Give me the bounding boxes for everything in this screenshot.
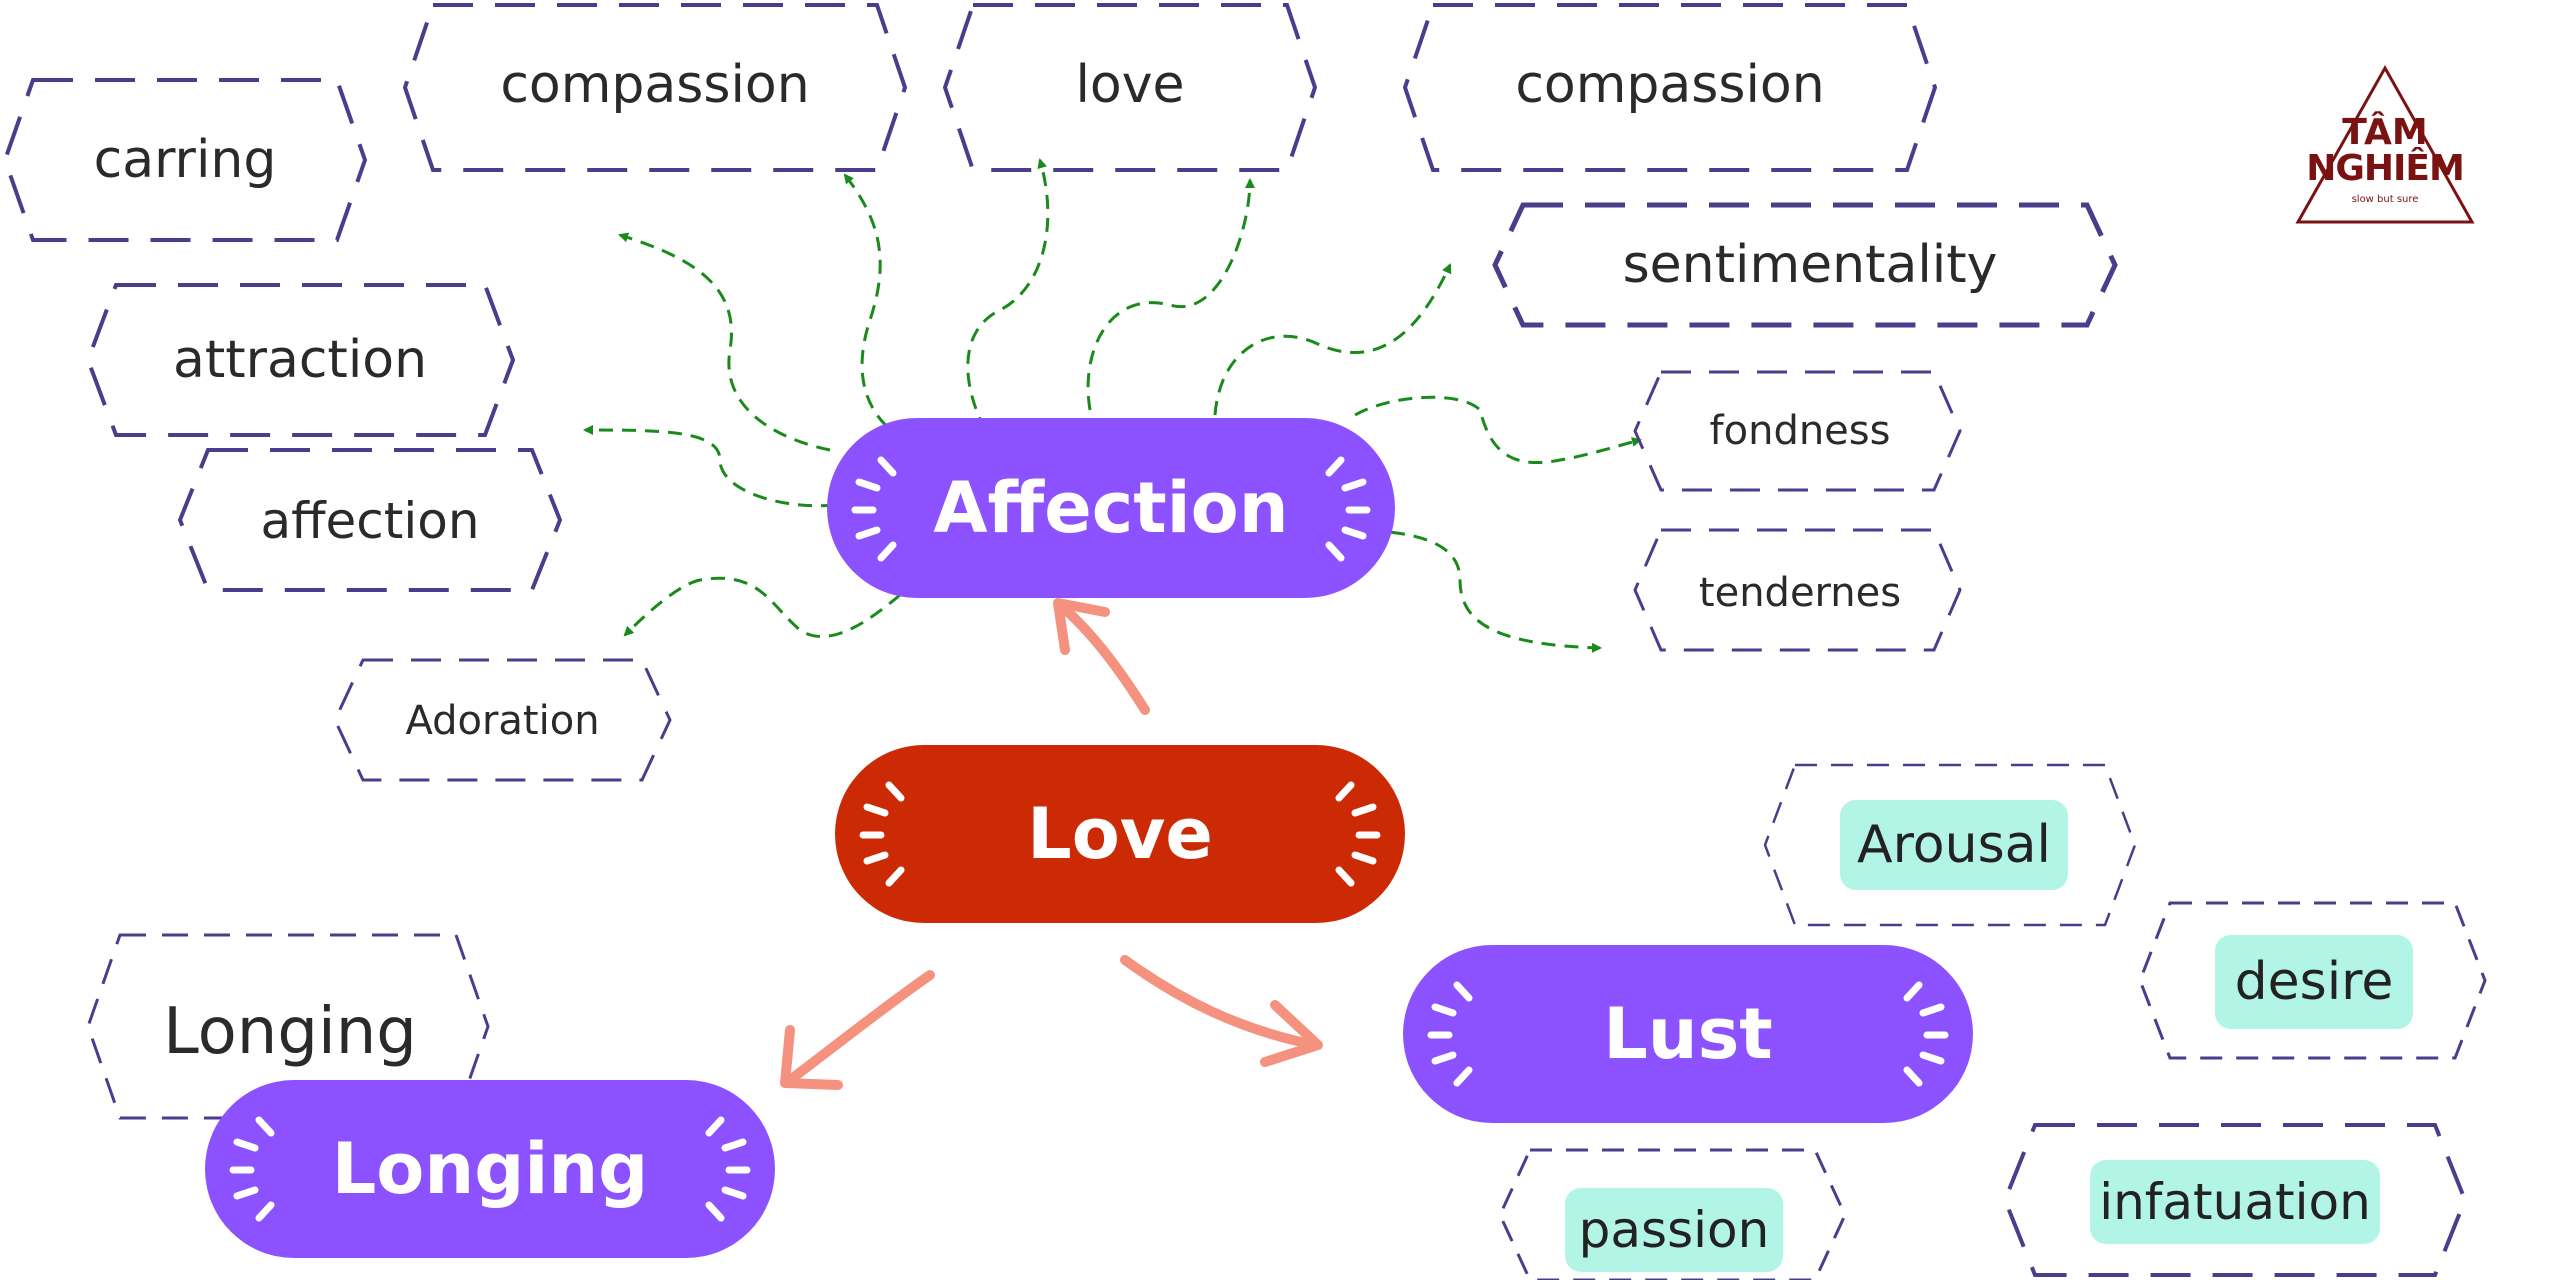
arrow-to-compassion-2 [1086, 178, 1255, 411]
hex-fondness-outline [1633, 370, 1962, 492]
arrow-love-to-longing [785, 970, 935, 1085]
word-love: love [1075, 55, 1185, 115]
arrow-to-sentimentality [1213, 263, 1452, 416]
sparkle-right-icon [1903, 981, 1949, 1087]
logo: TÂM NGHIÊM slow but sure [2290, 60, 2480, 230]
branch-longing-label: Longing [331, 1128, 649, 1210]
hex-love-outline [942, 3, 1318, 172]
arrow-to-adoration [623, 576, 901, 638]
arrow-to-carring [618, 232, 831, 452]
arrow-to-attraction [583, 425, 836, 508]
lust-tag-passion: passion [1565, 1188, 1783, 1272]
sparkle-left-icon [1427, 981, 1473, 1087]
word-adoration: Adoration [405, 698, 600, 744]
arrow-to-fondness [1354, 395, 1642, 465]
word-compassion-1: compassion [500, 55, 810, 115]
hex-desire-outline [2138, 901, 2487, 1060]
center-love-label: Love [1027, 793, 1213, 875]
hex-affection-outline [177, 448, 563, 592]
arrow-to-compassion-1 [843, 173, 906, 442]
arrow-love-to-lust [1120, 955, 1320, 1050]
word-affection: affection [260, 492, 480, 550]
word-carring: carring [93, 130, 277, 190]
hex-infatuation-outline [2002, 1123, 2468, 1277]
sparkle-right-icon [1335, 781, 1381, 887]
branch-lust-label: Lust [1603, 993, 1773, 1075]
word-attraction: attraction [172, 330, 428, 390]
sparkle-left-icon [851, 456, 897, 562]
center-love-node: Love [835, 745, 1405, 923]
logo-triangle-icon [2295, 64, 2475, 224]
sparkle-right-icon [705, 1116, 751, 1222]
logo-line-1: TÂM [2342, 112, 2428, 153]
lust-tag-arousal: Arousal [1840, 800, 2068, 890]
branch-longing-node: Longing [205, 1080, 775, 1258]
logo-line-2: NGHIÊM [2306, 148, 2465, 189]
hex-carring-outline [2, 78, 368, 242]
hex-attraction-outline [85, 283, 516, 437]
hex-adoration-outline [333, 658, 672, 782]
branch-affection-label: Affection [933, 467, 1289, 549]
word-sentimentality: sentimentality [1622, 235, 1998, 295]
hex-compassion-1-outline [402, 3, 908, 172]
arrow-to-love [966, 158, 1050, 431]
hex-arousal-outline [1763, 763, 2137, 927]
lust-tag-infatuation: infatuation [2090, 1160, 2380, 1244]
arrow-love-to-affection-head [1053, 598, 1110, 655]
hex-sentimentality-outline [1492, 202, 2118, 328]
sparkle-left-icon [859, 781, 905, 887]
arrow-love-to-affection [1055, 600, 1150, 715]
sparkle-right-icon [1325, 456, 1371, 562]
hex-tendernes-outline [1633, 528, 1962, 652]
word-fondness: fondness [1709, 408, 1891, 454]
word-tendernes: tendernes [1698, 570, 1902, 616]
word-compassion-2: compassion [1515, 55, 1825, 115]
arrow-to-tendernes [1344, 528, 1602, 653]
arrow-love-to-lust-head [1260, 1000, 1323, 1067]
hex-compassion-2-outline [1402, 3, 1938, 172]
branch-affection-node: Affection [827, 418, 1395, 598]
branch-lust-node: Lust [1403, 945, 1973, 1123]
arrow-love-to-longing-head [780, 1025, 843, 1090]
word-longing: Longing [163, 995, 417, 1069]
lust-tag-desire: desire [2215, 935, 2413, 1029]
sparkle-left-icon [229, 1116, 275, 1222]
logo-tagline: slow but sure [2351, 194, 2419, 205]
